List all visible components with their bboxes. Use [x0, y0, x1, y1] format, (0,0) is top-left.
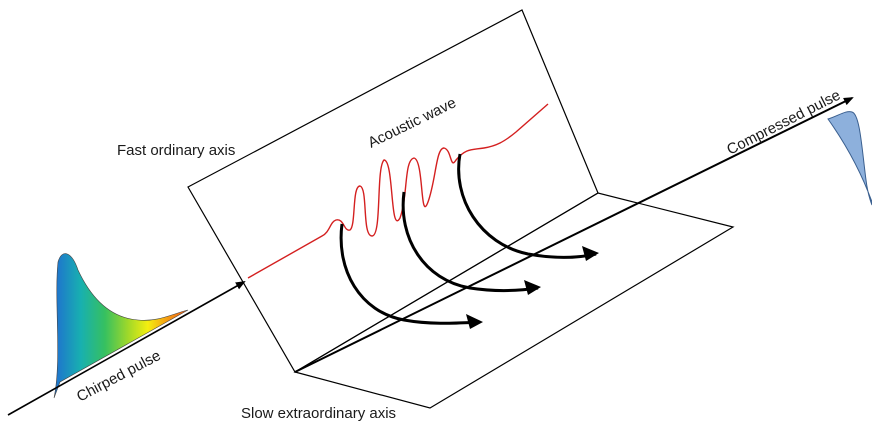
compressed-pulse: [827, 111, 872, 206]
transfer-arrow-1: [339, 223, 481, 325]
chirped-pulse: [53, 253, 189, 399]
acoustic-wave-label: Acoustic wave: [365, 94, 459, 151]
slow-axis-plane: [293, 192, 735, 409]
transfer-arrow-3-head: [582, 246, 599, 261]
transfer-arrow-1-head: [466, 314, 483, 329]
transfer-arrow-2-head: [524, 280, 541, 295]
transfer-arrow-2: [401, 191, 539, 293]
fast-axis-label: Fast ordinary axis: [117, 142, 235, 159]
output-beam-line: [294, 97, 854, 373]
transfer-arrow-3: [457, 153, 597, 259]
fast-axis-plane: [187, 9, 599, 373]
compressed-pulse-label: Compressed pulse: [724, 87, 843, 159]
slow-axis-label: Slow extraordinary axis: [241, 405, 396, 422]
input-beam-line: [7, 281, 246, 416]
acoustic-wave: [247, 103, 549, 279]
